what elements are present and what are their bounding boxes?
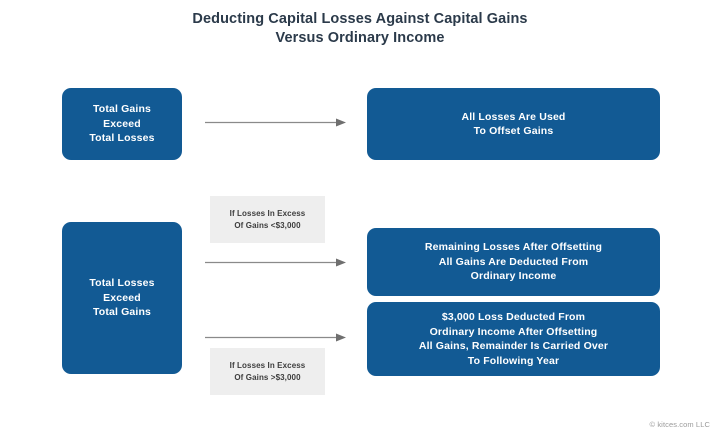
arrow-right-icon-middle <box>205 257 347 268</box>
condition-label-over-3000-line-2: Of Gains >$3,000 <box>234 372 301 382</box>
box-remaining-losses-line-1: Remaining Losses After Offsetting <box>424 241 603 254</box>
copyright-credit: © kitces.com LLC <box>649 420 710 429</box>
box-remaining-losses-deducted-from-ordinary-income: Remaining Losses After Offsetting All Ga… <box>367 228 660 296</box>
page-title-line-2: Versus Ordinary Income <box>275 30 445 46</box>
box-all-losses-are-used-to-offset-gains: All Losses Are Used To Offset Gains <box>367 88 660 160</box>
box-total-gains-exceed-total-losses: Total Gains Exceed Total Losses <box>62 88 182 160</box>
condition-label-losses-under-3000: If Losses In Excess Of Gains <$3,000 <box>210 196 325 243</box>
box-gains-exceed-losses-line-3: Total Losses <box>89 132 155 145</box>
box-3000-loss-line-3: All Gains, Remainder Is Carried Over <box>418 340 609 352</box>
box-gains-exceed-losses-line-2: Exceed <box>103 117 141 130</box>
box-losses-exceed-gains-line-3: Total Gains <box>92 306 152 319</box>
condition-label-under-3000-line-1: If Losses In Excess <box>229 208 306 218</box>
box-3000-loss-line-4: To Following Year <box>467 354 560 367</box>
box-3000-loss-line-2: Ordinary Income After Offsetting <box>429 325 598 338</box>
box-losses-exceed-gains-line-1: Total Losses <box>89 277 155 290</box>
condition-label-losses-over-3000: If Losses In Excess Of Gains >$3,000 <box>210 348 325 395</box>
box-3000-loss-line-1: $3,000 Loss Deducted From <box>441 311 586 323</box>
box-gains-exceed-losses-line-1: Total Gains <box>92 103 152 116</box>
condition-label-under-3000-line-2: Of Gains <$3,000 <box>234 220 301 230</box>
box-all-losses-offset-line-1: All Losses Are Used <box>461 110 566 123</box>
box-remaining-losses-line-2: All Gains Are Deducted From <box>438 255 589 268</box>
box-remaining-losses-line-3: Ordinary Income <box>470 270 557 283</box>
box-all-losses-offset-line-2: To Offset Gains <box>473 125 554 137</box>
arrow-right-icon-bottom <box>205 332 347 343</box>
box-total-losses-exceed-total-gains: Total Losses Exceed Total Gains <box>62 222 182 374</box>
page-title-line-1: Deducting Capital Losses Against Capital… <box>192 11 528 27</box>
condition-label-over-3000-line-1: If Losses In Excess <box>229 360 306 370</box>
box-3000-loss-deducted-remainder-carried-over: $3,000 Loss Deducted From Ordinary Incom… <box>367 302 660 376</box>
page-title: Deducting Capital Losses Against Capital… <box>0 10 720 48</box>
arrow-right-icon-top <box>205 117 347 128</box>
box-losses-exceed-gains-line-2: Exceed <box>103 291 141 304</box>
